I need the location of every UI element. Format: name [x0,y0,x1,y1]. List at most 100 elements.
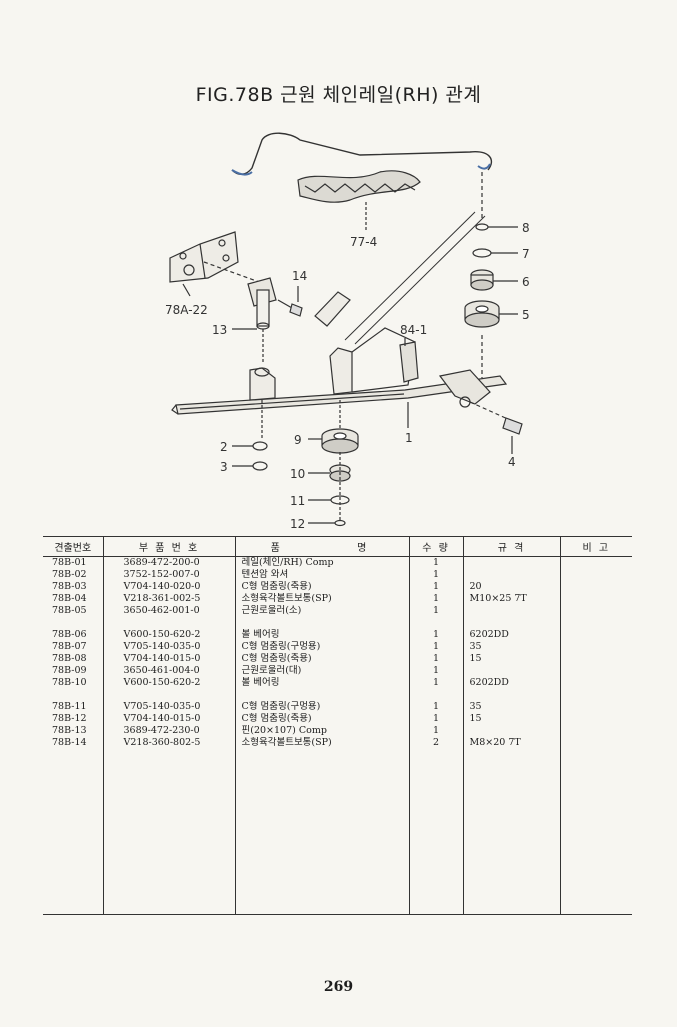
spacer-cell [559,689,632,701]
header-qty: 수 량 [408,536,463,557]
part-name-cell: 레일(체인/RH) Comp [234,556,409,569]
callout-12: 12 [290,517,305,530]
note-cell [559,581,632,593]
ref-no-cell: 78B-03 [52,581,87,592]
quantity-cell: 1 [408,677,463,689]
part-name-cell: C형 멈춤링(축용) [234,581,409,593]
callout-2: 2 [220,440,228,454]
quantity-cell: 1 [408,653,463,665]
part-name-cell: 소형육각볼트보통(SP) [234,593,409,605]
quantity-cell: 1 [408,629,463,641]
ref-no-cell: 78B-05 [52,605,87,616]
note-cell [559,677,632,689]
spacer-cell [234,617,409,629]
table-row-spacer [43,617,632,629]
header-note: 비 고 [559,536,632,557]
callout-4: 4 [508,455,516,469]
note-cell [559,593,632,605]
callout-9: 9 [294,433,302,447]
ref-no-cell: 78B-07 [52,641,87,652]
note-cell [559,653,632,665]
spacer-cell [408,689,463,701]
ref-no-cell: 78B-14 [52,737,87,748]
spec-cell [462,569,560,581]
part-name-cell: C형 멈춤링(축용) [234,653,409,665]
note-cell [559,605,632,617]
spec-cell: 15 [462,713,560,725]
empty-cell [462,749,560,915]
part-number-cell: V600-150-620-2 [102,677,235,689]
ref-no-cell: 78B-11 [52,701,87,712]
empty-cell [102,749,235,915]
part-number-cell: V218-361-002-5 [102,593,235,605]
ref-no-cell: 78B-13 [52,725,87,736]
callout-6: 6 [522,275,530,289]
spec-cell: 6202DD [462,629,560,641]
table-row-spacer [43,689,632,701]
ref-no-cell: 78B-01 [52,557,87,568]
part-number-cell: V600-150-620-2 [102,629,235,641]
part-number-cell: V705-140-035-0 [102,641,235,653]
spacer-cell [559,617,632,629]
note-cell [559,641,632,653]
callout-3: 3 [220,460,228,474]
note-cell [559,713,632,725]
quantity-cell: 1 [408,556,463,569]
part-name-cell: 소형육각볼트보통(SP) [234,737,409,749]
callout-84-1: 84-1 [400,323,427,337]
spec-cell [462,665,560,677]
part-name-cell: 텐션암 와셔 [234,569,409,581]
quantity-cell: 1 [408,641,463,653]
spec-cell: 35 [462,701,560,713]
callout-10: 10 [290,467,305,481]
note-cell [559,665,632,677]
spacer-cell [102,617,235,629]
empty-cell [43,749,103,915]
header-spec: 규 격 [462,536,560,557]
callout-5: 5 [522,308,530,322]
quantity-cell: 1 [408,569,463,581]
part-name-cell: 근원로울러(소) [234,605,409,617]
part-name-cell: C형 멈춤링(구멍용) [234,641,409,653]
callout-13: 13 [212,323,227,337]
part-number-cell: V704-140-015-0 [102,653,235,665]
header-name-1: 품 [234,536,317,557]
spec-cell [462,556,560,569]
callout-8: 8 [522,221,530,235]
quantity-cell: 1 [408,713,463,725]
spacer-cell [408,617,463,629]
header-name-2: 명 [317,536,409,557]
page-title: FIG.78B 근원 체인레일(RH) 관계 [195,84,482,106]
callout-77-4: 77-4 [350,235,377,249]
part-name-cell: C형 멈춤링(축용) [234,713,409,725]
spec-cell [462,725,560,737]
spacer-cell [234,689,409,701]
spec-cell: M8×20 7T [462,737,560,749]
ref-no-cell: 78B-12 [52,713,87,724]
part-number-cell: 3689-472-200-0 [102,556,235,569]
ref-no-cell: 78B-08 [52,653,87,664]
quantity-cell: 1 [408,665,463,677]
table-empty-area [43,749,632,915]
spec-cell: 15 [462,653,560,665]
quantity-cell: 1 [408,725,463,737]
quantity-cell: 1 [408,701,463,713]
spec-cell: M10×25 7T [462,593,560,605]
part-name-cell: 근원로울러(대) [234,665,409,677]
part-name-cell: 핀(20×107) Comp [234,725,409,737]
ref-no-cell: 78B-09 [52,665,87,676]
part-number-cell: V705-140-035-0 [102,701,235,713]
note-cell [559,701,632,713]
